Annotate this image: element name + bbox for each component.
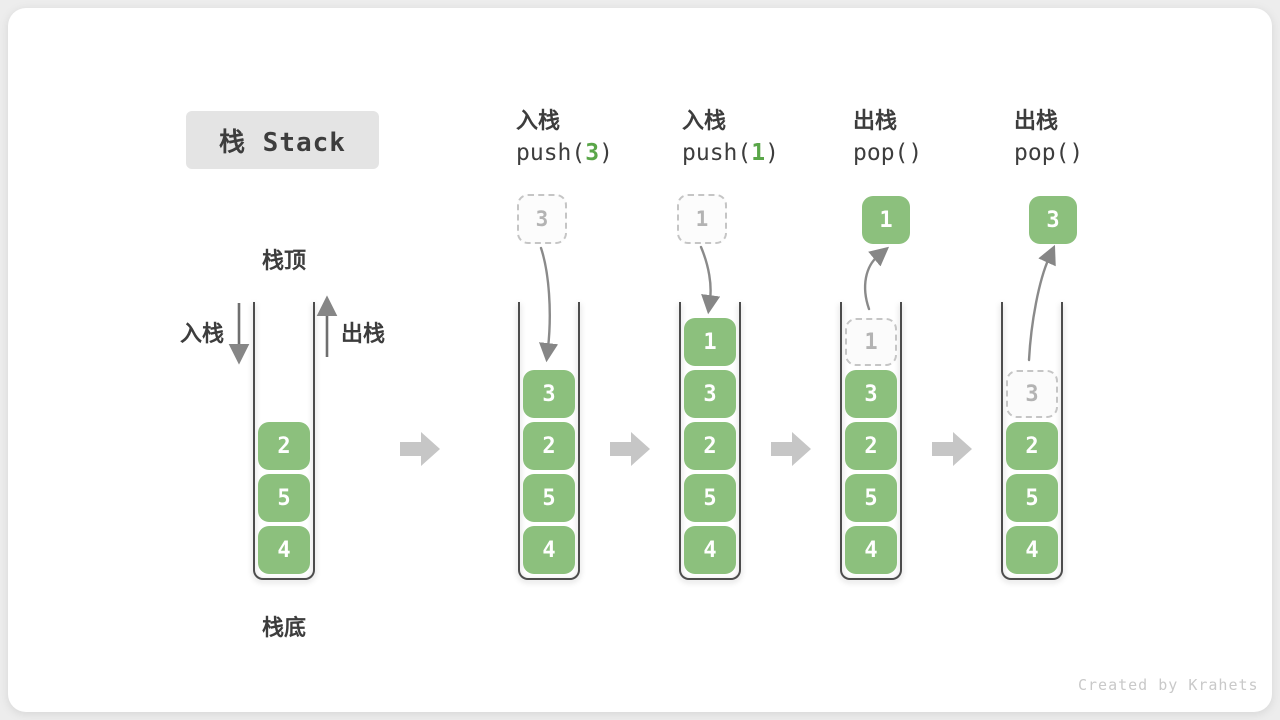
stack-cell: 5 bbox=[845, 474, 897, 522]
step-code: pop() bbox=[1014, 140, 1083, 166]
floating-cell: 3 bbox=[1029, 196, 1077, 244]
stack-frame bbox=[840, 302, 902, 580]
code-arg: 3 bbox=[585, 140, 600, 166]
stack-frame bbox=[679, 302, 741, 580]
step-op-label: 入栈 bbox=[516, 108, 561, 133]
push-label: 入栈 bbox=[179, 321, 224, 346]
stack-cell: 5 bbox=[684, 474, 736, 522]
stack-cell: 2 bbox=[1006, 422, 1058, 470]
watermark: Created by Krahets bbox=[1078, 676, 1259, 694]
code-pre: pop() bbox=[853, 140, 923, 166]
stack-cell: 2 bbox=[845, 422, 897, 470]
stack-cell: 3 bbox=[684, 370, 736, 418]
stack-top-label: 栈顶 bbox=[261, 248, 306, 273]
stack-cell: 4 bbox=[684, 526, 736, 574]
stack-cell: 2 bbox=[258, 422, 310, 470]
code-arg: 1 bbox=[751, 140, 766, 166]
stack-cell-ghost: 3 bbox=[1006, 370, 1058, 418]
stack-cell: 5 bbox=[523, 474, 575, 522]
code-pre: push( bbox=[682, 140, 752, 166]
stack-frame bbox=[1001, 302, 1063, 580]
stack-cell: 5 bbox=[258, 474, 310, 522]
step-code: pop() bbox=[853, 140, 922, 166]
stack-cell: 4 bbox=[1006, 526, 1058, 574]
pop-label: 出栈 bbox=[341, 321, 386, 346]
floating-cell: 3 bbox=[517, 194, 567, 244]
stack-cell-ghost: 1 bbox=[845, 318, 897, 366]
stack-frame bbox=[518, 302, 580, 580]
step-op-label: 出栈 bbox=[1014, 108, 1059, 133]
stack-bottom-label: 栈底 bbox=[261, 615, 306, 640]
stack-cell: 4 bbox=[258, 526, 310, 574]
code-pre: push( bbox=[516, 140, 586, 166]
stack-frame bbox=[253, 302, 315, 580]
step-code: push(3) bbox=[516, 140, 613, 166]
step-code: push(1) bbox=[682, 140, 779, 166]
code-post: ) bbox=[599, 140, 613, 166]
stack-cell: 4 bbox=[845, 526, 897, 574]
code-post: ) bbox=[765, 140, 779, 166]
title-badge: 栈 Stack bbox=[186, 111, 379, 169]
stack-cell: 1 bbox=[684, 318, 736, 366]
stack-cell: 5 bbox=[1006, 474, 1058, 522]
stack-cell: 2 bbox=[523, 422, 575, 470]
stack-cell: 3 bbox=[523, 370, 575, 418]
stack-cell: 3 bbox=[845, 370, 897, 418]
floating-cell: 1 bbox=[862, 196, 910, 244]
code-pre: pop() bbox=[1014, 140, 1084, 166]
stack-cell: 4 bbox=[523, 526, 575, 574]
stack-cell: 2 bbox=[684, 422, 736, 470]
step-op-label: 出栈 bbox=[853, 108, 898, 133]
step-op-label: 入栈 bbox=[682, 108, 727, 133]
floating-cell: 1 bbox=[677, 194, 727, 244]
